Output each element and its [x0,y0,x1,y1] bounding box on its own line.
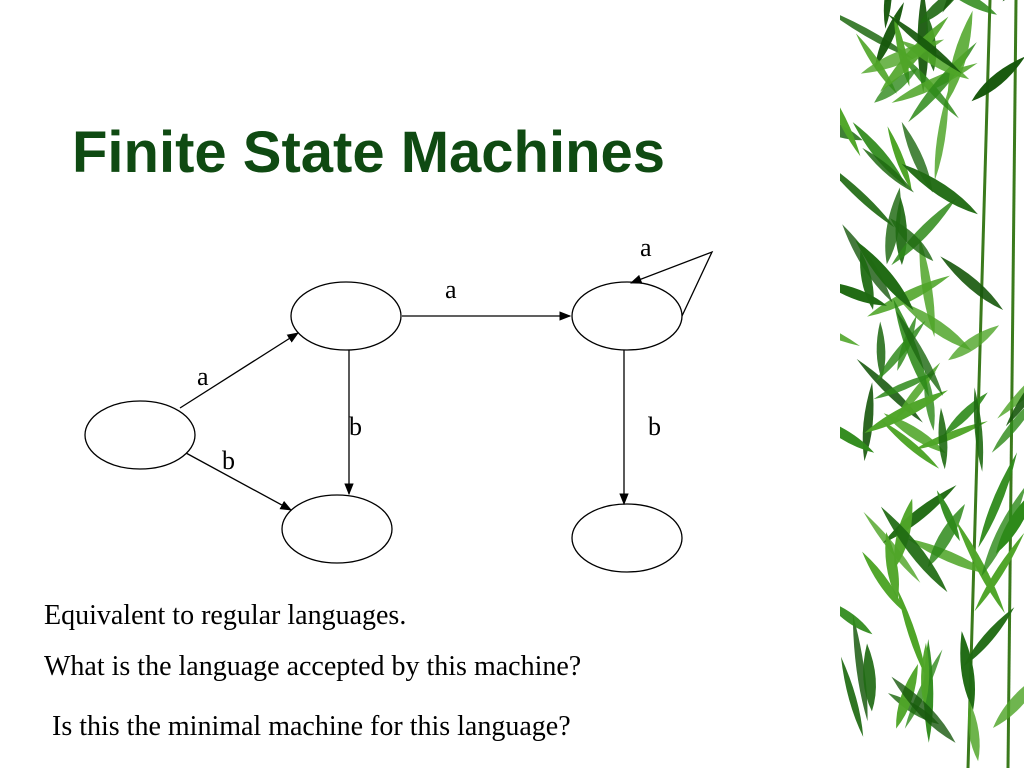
bamboo-leaf [906,538,990,574]
fsm-diagram: a b b a a b [84,233,714,573]
bamboo-leaf [974,532,1024,612]
slide-title: Finite State Machines [72,120,666,185]
edge-s3-self-loop [629,250,714,317]
bamboo-leaf [995,488,1024,554]
bamboo-leaf [919,236,935,337]
bamboo-leaf [1002,0,1024,2]
bamboo-leaf [852,613,868,722]
state-s1 [290,281,402,351]
bamboo-leaf [897,315,917,371]
state-s3 [571,281,683,351]
bamboo-leaf [874,2,904,68]
bamboo-leaf [896,311,944,396]
bamboo-leaf [993,671,1024,728]
bamboo-leaf [880,506,948,593]
note-regular-languages: Equivalent to regular languages. [44,600,407,631]
bamboo-leaf [862,382,874,462]
bamboo-leaf [938,407,948,470]
bamboo-leaf [873,372,937,400]
bamboo-leaf [963,607,1015,667]
edge-label-s1-s2: b [349,412,362,441]
state-s0 [84,400,196,470]
bamboo-leaf [940,256,1004,310]
bamboo-leaf [901,163,978,215]
bamboo-leaf [864,390,948,433]
bamboo-leaf [997,342,1024,419]
edge-label-s3-s4: b [648,412,661,441]
bamboo-leaf [883,0,892,29]
bamboo-leaf [883,413,946,454]
bamboo-leaf [842,224,893,303]
bamboo-leaf [880,16,949,92]
edge-label-s0-s1: a [197,362,209,391]
bamboo-leaves-decoration [840,0,1024,768]
bamboo-leaf [874,68,918,103]
bamboo-leaf [933,0,997,15]
edge-s0-s2 [185,452,293,511]
bamboo-leaf [927,503,965,568]
bamboo-leaf [840,415,875,453]
bamboo-leaf [947,10,973,102]
bamboo-leaf-cluster [840,0,1024,762]
bamboo-leaf [880,419,940,469]
state-s2 [281,494,393,564]
bamboo-leaf [840,599,873,635]
edge-label-s1-s3: a [445,275,457,304]
bamboo-stalks [966,0,1018,768]
bamboo-leaf [960,631,975,711]
bamboo-leaf [885,532,899,601]
note-minimal-question: Is this the minimal machine for this lan… [52,711,571,742]
bamboo-leaf [840,307,860,346]
bamboo-leaf [855,239,914,311]
bamboo-leaf [1005,351,1024,427]
bamboo-leaf [971,56,1024,102]
edge-label-s0-s2: b [222,446,235,475]
bamboo-leaf [887,126,912,191]
bamboo-leaf [967,700,980,762]
bamboo-leaf [978,452,1018,548]
bamboo-leaf [885,187,901,265]
bamboo-leaf [936,490,960,542]
bamboo-leaf [840,76,861,157]
bamboo-leaf [863,643,876,712]
bamboo-leaf [900,301,972,351]
bamboo-leaf [973,387,984,472]
note-language-question: What is the language accepted by this ma… [44,651,582,682]
bamboo-leaf [876,321,886,380]
bamboo-leaf [840,656,864,737]
bamboo-leaf [887,13,962,74]
bamboo-leaf [891,676,956,743]
bamboo-leaf [955,519,1005,614]
edge-label-s3-self: a [640,233,652,262]
bamboo-leaf [921,642,930,708]
bamboo-leaf [840,281,887,306]
bamboo-leaf [918,0,966,25]
bamboo-leaf [840,160,895,228]
edge-s0-s1 [179,332,299,409]
bamboo-leaf [991,392,1024,453]
bamboo-leaf [896,587,927,678]
bamboo-leaf [890,218,934,262]
bamboo-leaf [934,89,949,181]
bamboo-leaf [948,325,1000,361]
state-s4 [571,503,683,573]
bamboo-leaf [862,147,914,193]
bamboo-leaf [862,551,905,613]
bamboo-leaf [840,8,914,60]
